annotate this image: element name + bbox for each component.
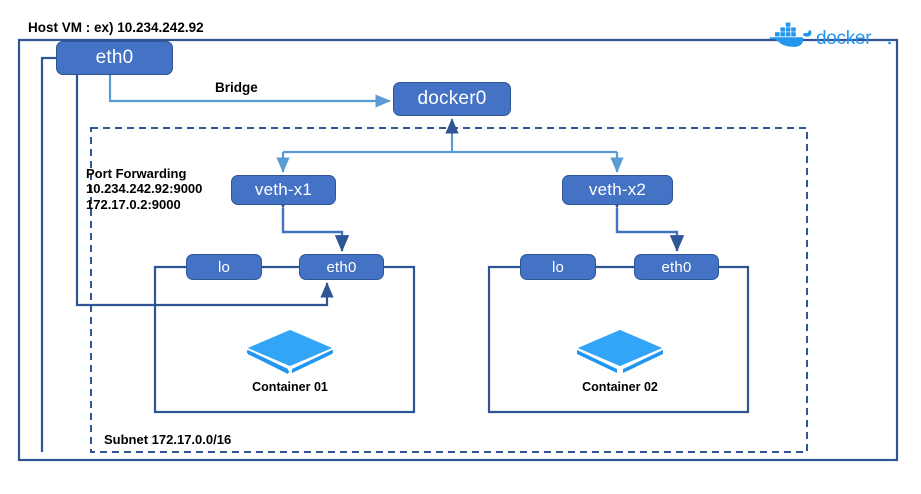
port-forwarding-label: Port Forwarding 10.234.242.92:9000 172.1… [86,166,203,212]
node-veth-x1[interactable]: veth-x1 [231,175,336,205]
container-02-caption: Container 02 [582,380,658,394]
host-vm-label: Host VM : ex) 10.234.242.92 [28,20,204,35]
docker-whale-icon [769,22,812,47]
docker-logo-svg: docker [769,22,891,49]
host-eth0-left-rail [40,56,56,452]
container-02-cube-icon [577,330,663,373]
node-host-eth0[interactable]: eth0 [56,41,173,75]
node-container-02-lo[interactable]: lo [520,254,596,280]
container-01-caption: Container 01 [252,380,328,394]
node-container-01-eth0[interactable]: eth0 [299,254,384,280]
bridge-label: Bridge [215,80,258,95]
host-vm-frame [17,38,899,462]
docker-wordmark: docker [816,28,891,49]
container-01-cube-icon [247,330,333,374]
veth-x2-to-container-02-eth0 [609,192,685,252]
subnet-frame [90,127,808,453]
veth-x1-to-container-01-eth0 [275,192,350,252]
subnet-label: Subnet 172.17.0.0/16 [104,432,232,447]
node-container-02-eth0[interactable]: eth0 [634,254,719,280]
node-veth-x2[interactable]: veth-x2 [562,175,673,205]
node-docker0[interactable]: docker0 [393,82,511,116]
bridge-connector [103,60,391,108]
svg-text:docker: docker [816,28,872,49]
port-forwarding-connector [70,60,334,307]
container-02-frame [487,265,750,414]
node-container-01-lo[interactable]: lo [186,254,262,280]
docker-logo: docker [763,20,895,50]
